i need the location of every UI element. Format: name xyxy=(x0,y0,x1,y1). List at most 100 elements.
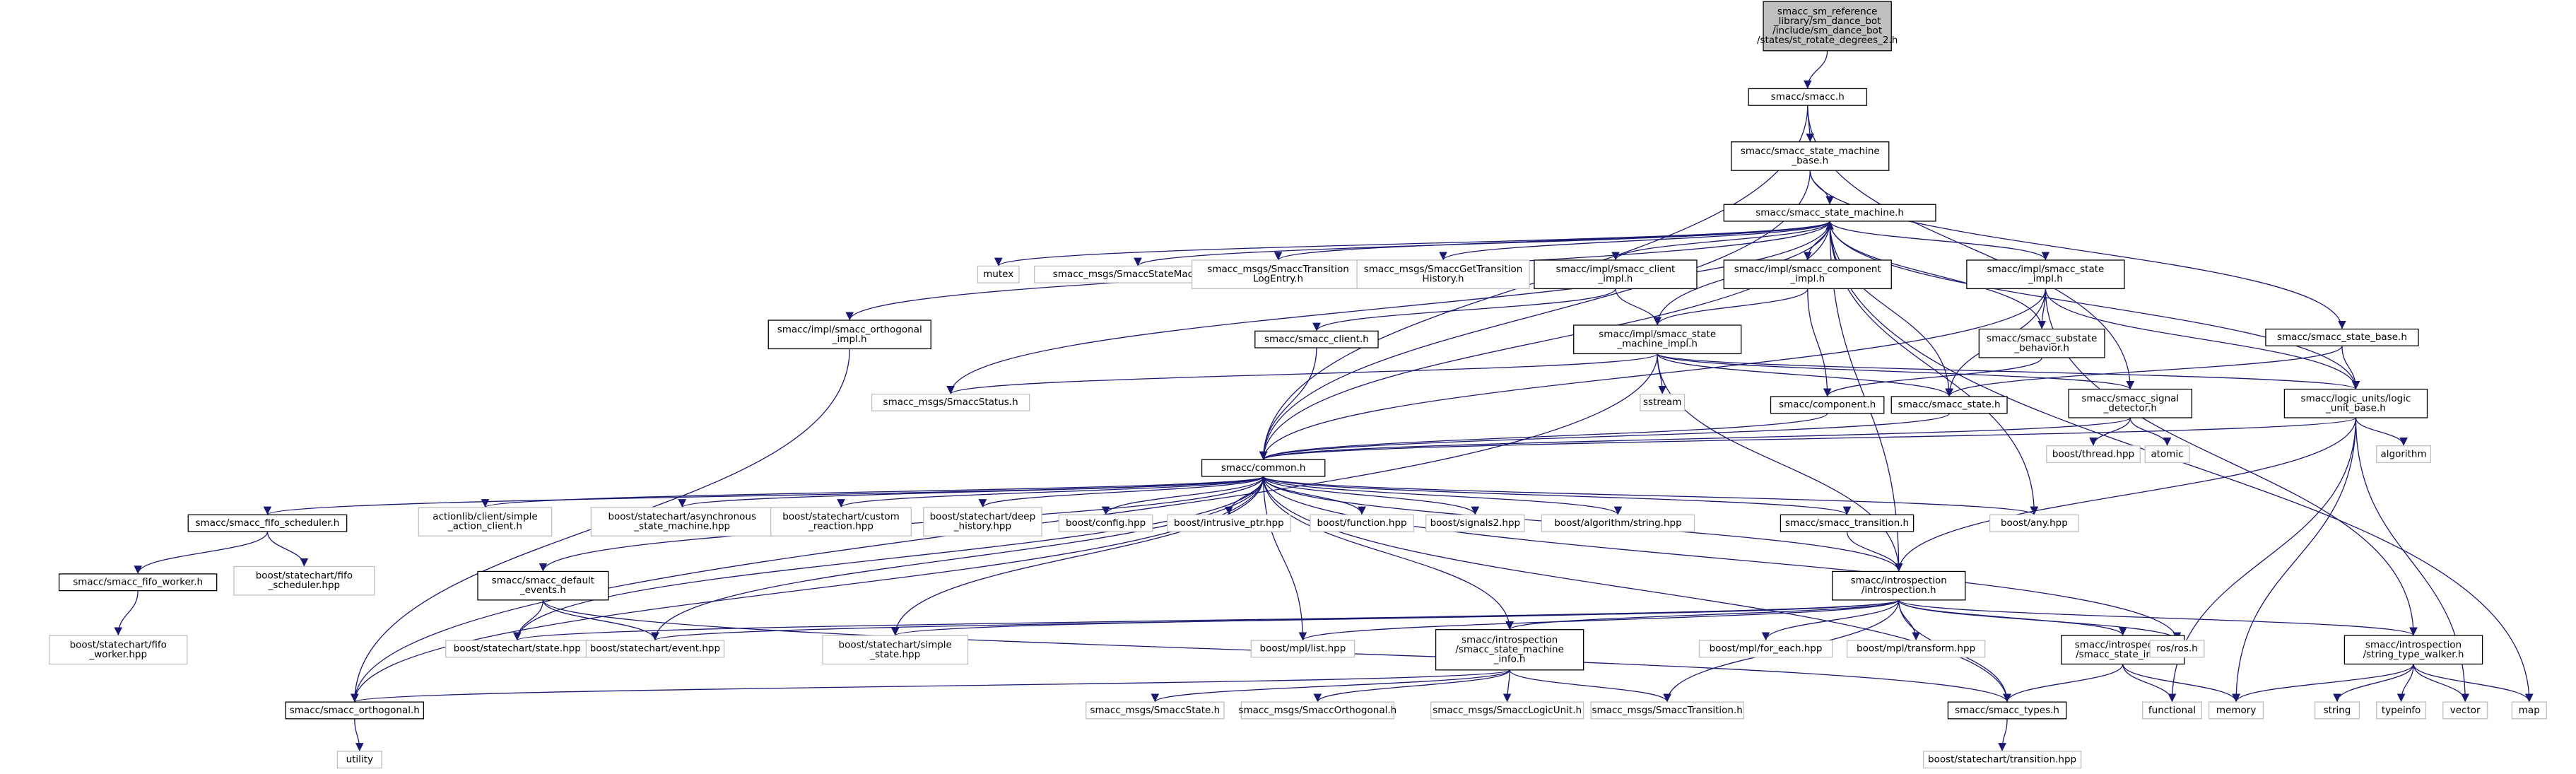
node-label-line: _impl.h xyxy=(2028,274,2063,285)
node-label-line: smacc/smacc_state_base.h xyxy=(2277,332,2407,343)
node-transition_h[interactable]: smacc/smacc_transition.h xyxy=(1780,514,1915,532)
node-label-line: boost/any.hpp xyxy=(2001,517,2068,529)
node-msg_status: smacc_msgs/SmaccStatus.h xyxy=(871,393,1030,411)
node-box xyxy=(1167,514,1291,532)
node-vector: vector xyxy=(2442,701,2488,720)
node-box xyxy=(58,573,218,592)
node-sm_impl[interactable]: smacc/impl/smacc_state_machine_impl.h xyxy=(1573,324,1742,355)
node-substate[interactable]: smacc/smacc_substate_behavior.h xyxy=(1978,328,2105,358)
node-label-line: boost/statechart/event.hpp xyxy=(590,643,720,655)
node-label-line: _library/sm_dance_bot xyxy=(1773,16,1881,27)
edge-common-to-sc_state xyxy=(513,476,1264,641)
node-box xyxy=(1780,514,1915,532)
node-label-line: smacc/impl/smacc_component xyxy=(1734,264,1881,275)
node-label-line: boost/statechart/state.hpp xyxy=(454,643,581,655)
node-label-line: boost/statechart/custom xyxy=(782,511,900,522)
node-orth_impl[interactable]: smacc/impl/smacc_orthogonal_impl.h xyxy=(767,319,931,350)
node-label-line: boost/statechart/transition.hpp xyxy=(1928,754,2076,765)
node-label-line: utility xyxy=(346,754,373,765)
node-label-line: smacc/smacc_substate xyxy=(1987,333,2097,344)
node-box xyxy=(1310,514,1414,532)
node-label-line: _action_client.h xyxy=(447,521,522,532)
node-box xyxy=(1966,259,2125,290)
edge-common-to-any xyxy=(1263,476,2038,515)
edge-sm_impl-to-msg_status xyxy=(946,353,1658,395)
node-config: boost/config.hpp xyxy=(1058,514,1153,532)
node-orthogonal_h[interactable]: smacc/smacc_orthogonal.h xyxy=(285,701,425,720)
node-label-line: mutex xyxy=(983,269,1013,280)
edge-sm-to-msg_translog xyxy=(1274,221,1830,261)
edge-str_walker-to-memory xyxy=(2232,664,2414,703)
node-label-line: map xyxy=(2519,705,2540,716)
node-str_walker[interactable]: smacc/introspection/string_type_walker.h xyxy=(2343,635,2483,665)
node-label-line: smacc/smacc_orthogonal.h xyxy=(290,705,420,716)
edge-sm-to-msg_gettrans xyxy=(1439,221,1830,261)
node-logic_base[interactable]: smacc/logic_units/logic_unit_base.h xyxy=(2283,388,2428,418)
node-label-line: boost/statechart/fifo xyxy=(256,570,353,582)
node-sm[interactable]: smacc/smacc_state_machine.h xyxy=(1723,204,1936,222)
node-state_h[interactable]: smacc/smacc_state.h xyxy=(1890,396,2008,414)
node-sm_info[interactable]: smacc/introspection/smacc_state_machine_… xyxy=(1435,629,1584,671)
node-label-line: atomic xyxy=(2151,448,2183,459)
node-component_h[interactable]: smacc/component.h xyxy=(1770,396,1885,414)
node-box xyxy=(2511,701,2547,720)
edge-state_info-to-memory xyxy=(2122,664,2240,703)
edge-common-to-sm_info xyxy=(1263,476,1514,630)
edge-substate-to-component_h xyxy=(1823,357,2042,397)
node-label-line: smacc_msgs/SmaccState.h xyxy=(1090,705,1220,716)
node-label-line: _impl.h xyxy=(1789,274,1825,285)
node-box xyxy=(285,701,425,720)
node-label-line: LogEntry.h xyxy=(1253,274,1303,285)
node-client_h[interactable]: smacc/smacc_client.h xyxy=(1254,330,1379,348)
node-label-line: smacc/introspection xyxy=(1462,635,1558,646)
node-label-line: /include/sm_dance_bot xyxy=(1772,25,1882,36)
edge-state_impl-to-common xyxy=(1259,288,2047,460)
node-state_impl[interactable]: smacc/impl/smacc_state_impl.h xyxy=(1966,259,2125,290)
edge-common-to-types_h xyxy=(1263,476,2011,703)
node-msg_logic: smacc_msgs/SmaccLogicUnit.h xyxy=(1430,701,1584,720)
node-root[interactable]: smacc_sm_reference_library/sm_dance_bot/… xyxy=(1757,1,1898,52)
node-types_h[interactable]: smacc/smacc_types.h xyxy=(1947,701,2067,720)
node-label-line: _scheduler.hpp xyxy=(268,580,341,591)
node-label-line: smacc/smacc_types.h xyxy=(1955,705,2059,716)
node-label-line: boost/mpl/transform.hpp xyxy=(1857,643,1975,655)
node-introspection[interactable]: smacc/introspection/introspection.h xyxy=(1831,570,1966,601)
node-box xyxy=(1640,393,1686,411)
node-box xyxy=(233,565,375,596)
node-common[interactable]: smacc/common.h xyxy=(1201,459,1326,477)
node-fifo_worker[interactable]: smacc/smacc_fifo_worker.h xyxy=(58,573,218,592)
node-box xyxy=(585,640,725,658)
node-label-line: _history.hpp xyxy=(953,521,1011,532)
edge-common-to-sc_async xyxy=(678,476,1264,508)
edge-str_walker-to-vector xyxy=(2413,664,2470,703)
node-label-line: _behavior.h xyxy=(2013,342,2069,353)
node-sc_event: boost/statechart/event.hpp xyxy=(585,640,725,658)
node-label-line: /states/st_rotate_degrees_2.h xyxy=(1757,35,1898,46)
node-map: map xyxy=(2511,701,2547,720)
node-label-line: smacc/smacc.h xyxy=(1771,91,1845,102)
node-box xyxy=(336,751,382,769)
node-state_base[interactable]: smacc/smacc_state_base.h xyxy=(2265,328,2419,346)
node-signal_det[interactable]: smacc/smacc_signal_detector.h xyxy=(2068,388,2193,418)
node-label-line: _worker.hpp xyxy=(88,649,147,660)
edge-substate-to-sm xyxy=(1825,221,2042,329)
node-label-line: smacc/smacc_state.h xyxy=(1898,399,2001,411)
edge-str_walker-to-map xyxy=(2413,664,2534,703)
edge-types_h-to-sc_transition xyxy=(1998,718,2008,751)
node-box xyxy=(1254,330,1379,348)
node-sm_base[interactable]: smacc/smacc_state_machine_base.h xyxy=(1731,141,1890,171)
node-default_events[interactable]: smacc/smacc_default_events.h xyxy=(477,570,609,601)
node-fifo_sched[interactable]: smacc/smacc_fifo_scheduler.h xyxy=(187,514,348,532)
edge-comp_impl-to-sm_impl xyxy=(1653,288,1809,326)
node-smacc_h[interactable]: smacc/smacc.h xyxy=(1748,88,1868,106)
node-label-line: boost/algorithm/string.hpp xyxy=(1554,517,1681,529)
node-client_impl[interactable]: smacc/impl/smacc_client_impl.h xyxy=(1534,259,1698,290)
node-label-line: _detector.h xyxy=(2103,402,2157,414)
node-comp_impl[interactable]: smacc/impl/smacc_component_impl.h xyxy=(1723,259,1892,290)
node-box xyxy=(1890,396,2008,414)
node-box xyxy=(1590,701,1744,720)
node-label-line: smacc/component.h xyxy=(1779,399,1876,411)
